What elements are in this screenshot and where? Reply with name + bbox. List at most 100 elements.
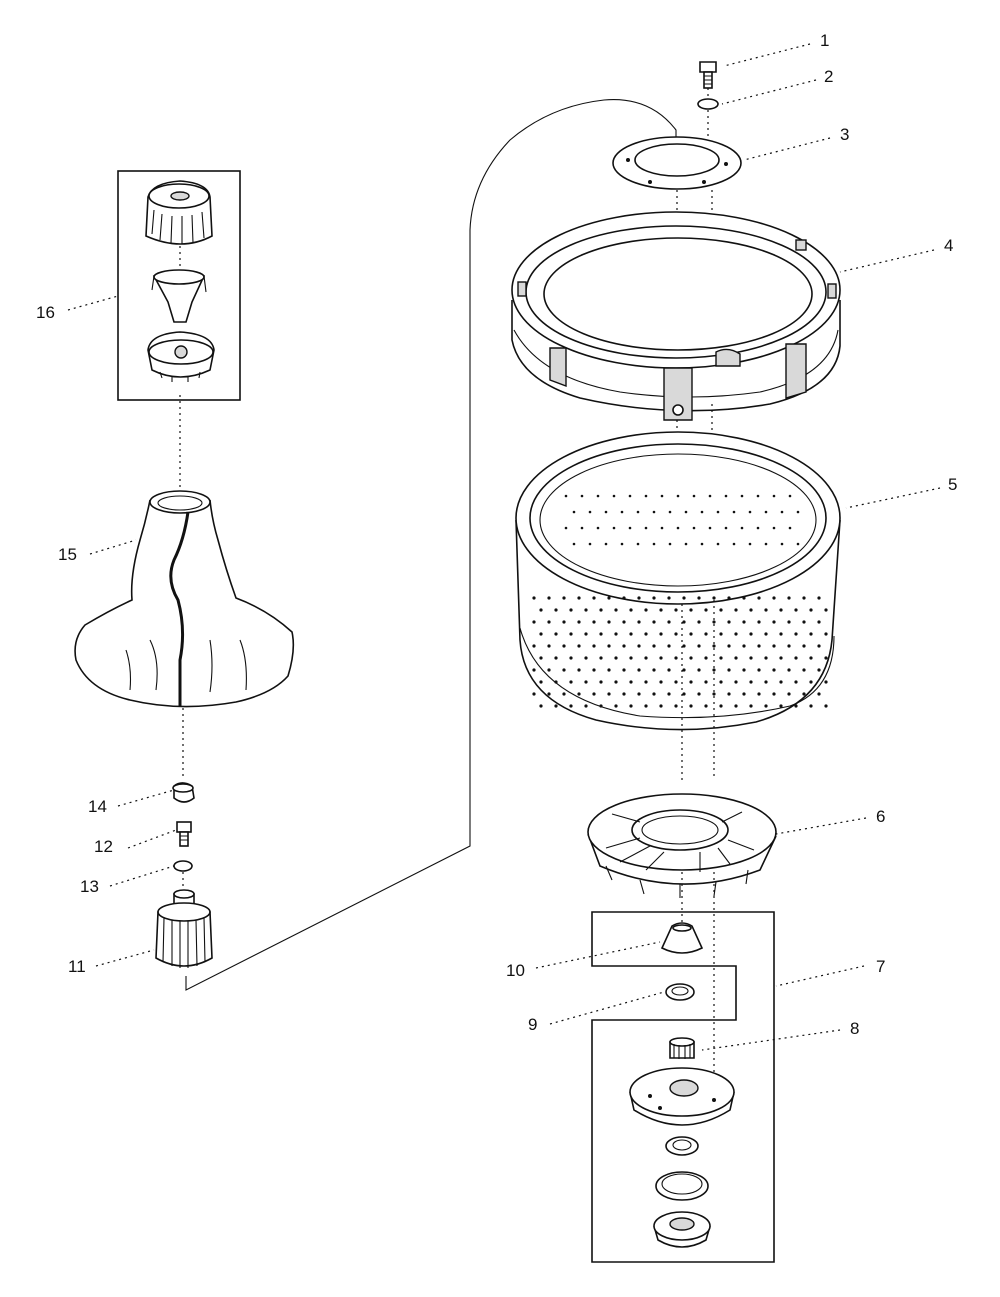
perforation-hole (629, 704, 633, 708)
perforation-hole (757, 620, 761, 624)
callout-9: 9 (528, 1015, 537, 1034)
perforation-hole (539, 704, 543, 708)
perforation-hole (577, 644, 581, 648)
part-7-seal-ring (655, 1171, 709, 1201)
perforation-hole (740, 526, 744, 530)
perforation-hole (652, 510, 656, 514)
perforation-hole (667, 668, 671, 672)
perforation-hole (719, 680, 723, 684)
perforation-hole (554, 680, 558, 684)
perforation-hole (674, 704, 678, 708)
perforation-hole (674, 608, 678, 612)
perforation-hole (659, 608, 663, 612)
perforation-hole (716, 510, 720, 514)
perforation-hole (592, 668, 596, 672)
perforation-hole (532, 692, 536, 696)
part-15-agitator (74, 490, 295, 708)
perforation-hole (817, 596, 821, 600)
perforation-hole (756, 526, 760, 530)
perforation-hole (794, 608, 798, 612)
perforation-hole (532, 668, 536, 672)
perforation-hole (674, 632, 678, 636)
perforation-hole (604, 510, 608, 514)
perforation-hole (592, 596, 596, 600)
perforation-hole (749, 680, 753, 684)
perforation-hole (734, 608, 738, 612)
perforation-hole (592, 644, 596, 648)
perforation-hole (809, 680, 813, 684)
perforation-hole (628, 526, 632, 530)
part-9-seal (665, 983, 695, 1001)
perforation-hole (562, 644, 566, 648)
perforation-hole (719, 608, 723, 612)
part-1-bolt (699, 61, 717, 89)
perforation-hole (644, 608, 648, 612)
perforation-hole (787, 644, 791, 648)
perforation-hole (614, 608, 618, 612)
perforation-hole (572, 542, 576, 546)
perforation-hole (809, 656, 813, 660)
perforation-hole (712, 692, 716, 696)
perforation-hole (689, 656, 693, 660)
perforation-hole (727, 692, 731, 696)
perforation-hole (772, 526, 776, 530)
perforation-hole (742, 620, 746, 624)
perforation-hole (588, 542, 592, 546)
perforation-hole (682, 644, 686, 648)
perforation-hole (704, 680, 708, 684)
perforation-hole (756, 494, 760, 498)
perforation-hole (629, 656, 633, 660)
perforation-hole (772, 596, 776, 600)
perforation-hole (704, 608, 708, 612)
perforation-hole (772, 494, 776, 498)
perforation-hole (772, 644, 776, 648)
callout-16: 16 (36, 303, 55, 322)
perforation-hole (644, 494, 648, 498)
perforation-hole (716, 542, 720, 546)
perforation-hole (622, 620, 626, 624)
perforation-hole (802, 668, 806, 672)
perforation-hole (727, 596, 731, 600)
perforation-hole (554, 704, 558, 708)
perforation-hole (802, 620, 806, 624)
perforation-hole (674, 656, 678, 660)
perforation-hole (727, 644, 731, 648)
perforation-hole (614, 632, 618, 636)
perforation-hole (644, 680, 648, 684)
perforation-hole (588, 510, 592, 514)
perforation-hole (684, 510, 688, 514)
perforation-hole (749, 632, 753, 636)
perforation-hole (697, 692, 701, 696)
perforation-hole (604, 542, 608, 546)
perforation-hole (689, 632, 693, 636)
perforation-hole (787, 668, 791, 672)
perforation-hole (607, 596, 611, 600)
perforation-hole (779, 656, 783, 660)
perforation-hole (796, 510, 800, 514)
perforation-hole (659, 704, 663, 708)
perforation-hole (562, 596, 566, 600)
perforation-hole (659, 680, 663, 684)
perforation-hole (652, 542, 656, 546)
part-4-tub-ring (511, 211, 841, 421)
perforation-hole (817, 692, 821, 696)
perforation-hole (577, 668, 581, 672)
perforation-hole (704, 656, 708, 660)
perforation-hole (734, 656, 738, 660)
perforation-hole (644, 526, 648, 530)
callout-7: 7 (876, 957, 885, 976)
perforation-hole (599, 632, 603, 636)
perforation-hole (742, 692, 746, 696)
perforation-hole (554, 608, 558, 612)
perforation-hole (652, 692, 656, 696)
perforation-hole (719, 632, 723, 636)
perforation-hole (824, 656, 828, 660)
perforation-hole (674, 680, 678, 684)
perforation-hole (668, 510, 672, 514)
basket-perforations (532, 494, 828, 708)
perforation-hole (562, 620, 566, 624)
perforation-hole (562, 668, 566, 672)
perforation-hole (734, 632, 738, 636)
perforation-hole (667, 620, 671, 624)
